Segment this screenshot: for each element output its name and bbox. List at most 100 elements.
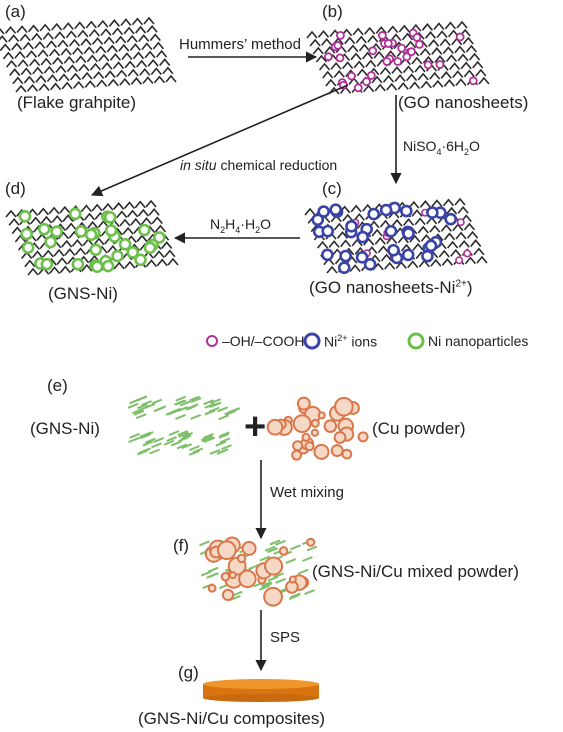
ni-ion-marker — [424, 239, 438, 253]
arrow-label-insitu: in situ chemical reduction — [180, 157, 338, 173]
cu-particle — [357, 431, 369, 443]
oh-group-marker — [402, 52, 412, 62]
ni-nanoparticle-marker — [152, 231, 166, 244]
cu-particle — [301, 432, 311, 442]
cu-particle — [341, 448, 353, 460]
caption-cu-powder: (Cu powder) — [372, 419, 466, 438]
legend-label-oh-cooh: –OH/–COOH — [222, 333, 305, 349]
gns-ni-sheet — [5, 199, 179, 276]
ni-nanoparticle-marker — [21, 241, 35, 254]
arrow-label-n2h4: N2H4·H2O — [210, 216, 271, 235]
oh-group-marker — [423, 60, 433, 70]
ni-nanoparticle-marker — [74, 225, 88, 238]
panel-label-g: (g) — [178, 663, 199, 682]
ni-nanoparticle-marker — [37, 222, 51, 236]
ni-nanoparticle-marker — [143, 241, 157, 255]
cu-powder-particles — [266, 396, 369, 461]
panel-label-b: (b) — [322, 2, 343, 21]
legend-label-ni-ions: Ni2+ ions — [324, 333, 378, 350]
cu-particle — [304, 441, 315, 452]
cu-particle — [288, 575, 297, 584]
ni-ion-marker — [337, 261, 351, 275]
oh-group-marker — [353, 83, 363, 93]
cu-particle — [207, 583, 217, 593]
cu-particle — [266, 418, 284, 436]
ni-ion-marker — [379, 203, 393, 217]
caption-flake-graphite: (Flake grahpite) — [17, 93, 137, 112]
ni-nanoparticle-marker — [111, 249, 124, 263]
oh-group-marker — [468, 76, 478, 86]
ni-nanoparticle-marker — [84, 228, 98, 242]
go-nanosheet — [306, 20, 490, 95]
ni-ion-marker — [321, 248, 334, 262]
cu-particle — [310, 428, 319, 437]
cu-particle — [296, 396, 311, 411]
cu-particle — [241, 540, 257, 556]
ni-nanoparticle-marker — [118, 238, 132, 251]
cu-particle — [323, 419, 338, 433]
go-nanosheet-ni-ions — [304, 197, 488, 275]
gns-ni-flakes — [127, 395, 241, 456]
ni-nanoparticle-marker — [68, 207, 82, 221]
caption-gns-ni-d: (GNS-Ni) — [48, 284, 118, 303]
arrow-label-niso4: NiSO4·6H2O — [403, 138, 480, 157]
panel-label-e: (e) — [47, 376, 68, 395]
oh-group-marker — [414, 39, 424, 49]
ni-ion-marker — [355, 251, 369, 264]
ni-nanoparticle-marker — [90, 260, 104, 274]
caption-go-nanosheets-ni: (GO nanosheets-Ni2+) — [309, 278, 473, 297]
ni-nanoparticle-marker — [138, 223, 151, 237]
ni-ion-marker — [329, 203, 343, 217]
ni-nanoparticle-marker — [126, 246, 140, 259]
ni-nanoparticle-marker — [44, 235, 57, 249]
ni-ion-marker — [444, 212, 458, 226]
ni-ion-marker — [426, 206, 439, 219]
cu-particle — [278, 546, 289, 556]
cu-particle — [292, 414, 312, 434]
flake-graphite-sheet — [0, 16, 177, 93]
ni-ion-legend-icon — [303, 332, 321, 350]
oh-group-marker — [397, 43, 407, 53]
ni-nanoparticle-marker — [71, 257, 85, 271]
ni-nanoparticle-marker — [50, 225, 64, 239]
ni-ion-marker — [321, 224, 335, 238]
oh-group-marker — [323, 52, 333, 62]
ni-nanoparticle-marker — [104, 224, 118, 237]
panel-label-f: (f) — [173, 536, 190, 555]
cu-particle — [263, 586, 283, 607]
arrow-label-hummers: Hummers’ method — [179, 36, 301, 53]
ni-nanoparticle-marker — [103, 211, 117, 224]
cu-particle — [221, 588, 235, 602]
ni-nanoparticle-marker — [101, 259, 115, 273]
cu-particle — [334, 396, 354, 417]
cu-particle — [310, 418, 320, 428]
panel-label-d: (d) — [5, 179, 26, 198]
arrow-insitu — [90, 84, 349, 197]
oh-group-marker — [407, 47, 416, 57]
cu-particle — [264, 556, 284, 576]
caption-mixed-powder: (GNS-Ni/Cu mixed powder) — [312, 562, 519, 581]
arrow-label-wet-mixing: Wet mixing — [270, 484, 344, 501]
oh-group-marker — [335, 53, 345, 63]
ni-ion-marker — [421, 249, 434, 263]
ni-nanoparticle-marker — [40, 257, 54, 271]
ni-ion-marker — [400, 204, 413, 218]
ni-ion-marker — [387, 243, 400, 257]
cu-particle — [220, 572, 231, 582]
mixed-powder-pile — [199, 536, 318, 607]
oh-group-marker — [412, 33, 422, 42]
oh-group-marker — [368, 46, 378, 56]
oh-group-marker — [455, 32, 465, 42]
caption-go-nanosheets: (GO nanosheets) — [398, 93, 529, 112]
cu-particle — [313, 443, 330, 460]
oh-group-legend-icon — [206, 335, 218, 347]
caption-gns-ni-e: (GNS-Ni) — [30, 419, 100, 438]
oh-group-marker — [333, 41, 343, 50]
oh-group-marker — [336, 30, 345, 40]
cu-particle — [291, 449, 303, 461]
oh-group-marker — [463, 249, 472, 258]
ni-ion-marker — [356, 230, 370, 244]
ni-ion-marker — [339, 249, 352, 263]
ni-ion-marker — [345, 220, 358, 233]
